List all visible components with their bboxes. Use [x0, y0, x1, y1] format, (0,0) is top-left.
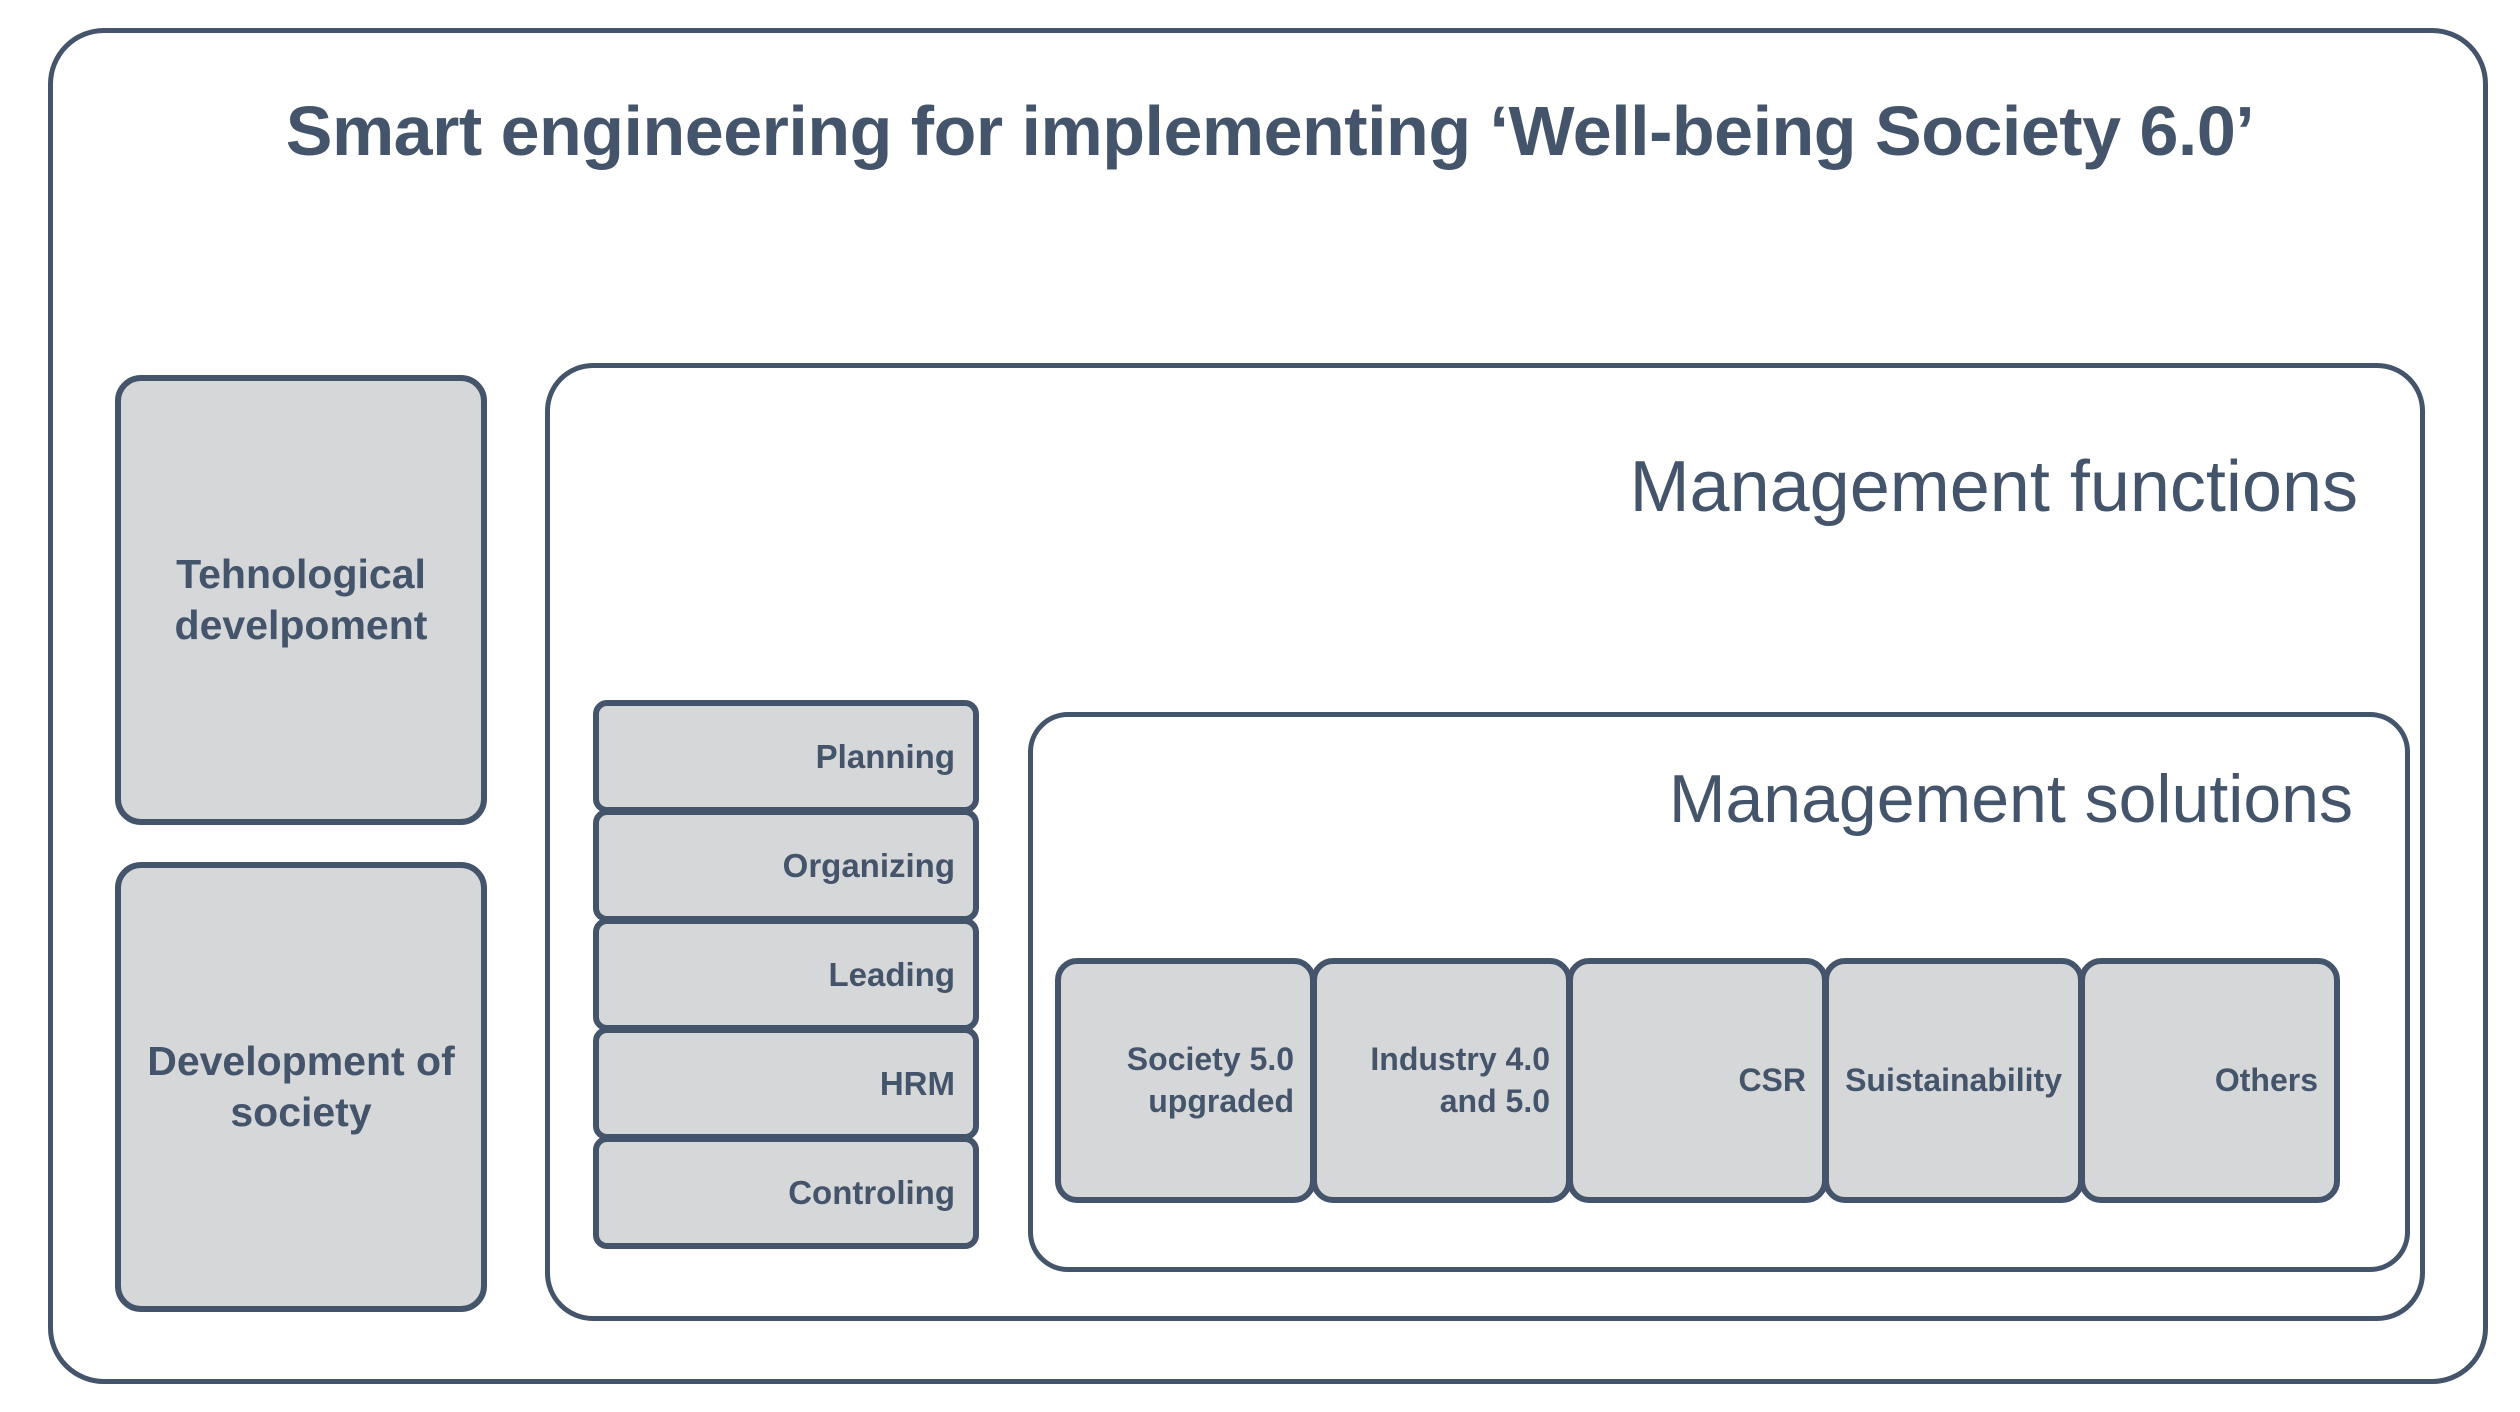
solution-card-label: Suistainability [1845, 1061, 2062, 1098]
management-solutions-heading: Management solutions [1668, 761, 2353, 837]
solution-card-csr: CSR [1567, 958, 1828, 1203]
management-functions-frame: Management functions [545, 363, 2425, 1321]
solution-card-label: Industry 4.0 and 5.0 [1370, 1040, 1550, 1119]
management-solutions-frame: Management solutions [1028, 712, 2410, 1272]
solution-card-label: Others [2214, 1061, 2318, 1098]
solution-card-suistainability: Suistainability [1823, 958, 2084, 1203]
function-chip-leading: Leading [593, 918, 979, 1031]
page-title: Smart engineering for implementing ‘Well… [285, 92, 2255, 170]
solution-card-label: CSR [1738, 1061, 1806, 1098]
driver-box-development-of-society: Development of society [115, 862, 487, 1312]
solution-card-industry-4-0-and-5-0: Industry 4.0 and 5.0 [1311, 958, 1572, 1203]
management-functions-list: Planning Organizing Leading HRM Controli… [593, 700, 979, 1249]
function-chip-planning: Planning [593, 700, 979, 813]
function-chip-label: Organizing [782, 846, 955, 884]
function-chip-label: Controling [788, 1173, 955, 1211]
management-solutions-list: Society 5.0 upgraded Industry 4.0 and 5.… [1055, 958, 2340, 1203]
function-chip-controling: Controling [593, 1136, 979, 1249]
function-chip-organizing: Organizing [593, 809, 979, 922]
function-chip-label: Leading [828, 955, 955, 993]
driver-box-label: Tehnological develpoment [174, 550, 428, 648]
solution-card-label: Society 5.0 upgraded [1126, 1040, 1294, 1119]
driver-box-technological-development: Tehnological develpoment [115, 375, 487, 825]
outer-frame [48, 28, 2488, 1384]
function-chip-hrm: HRM [593, 1027, 979, 1140]
driver-box-label: Development of society [147, 1037, 455, 1135]
solution-card-others: Others [2079, 958, 2340, 1203]
solution-card-society-5-0-upgraded: Society 5.0 upgraded [1055, 958, 1316, 1203]
function-chip-label: Planning [815, 737, 955, 775]
function-chip-label: HRM [879, 1064, 955, 1102]
management-functions-heading: Management functions [1629, 447, 2358, 527]
